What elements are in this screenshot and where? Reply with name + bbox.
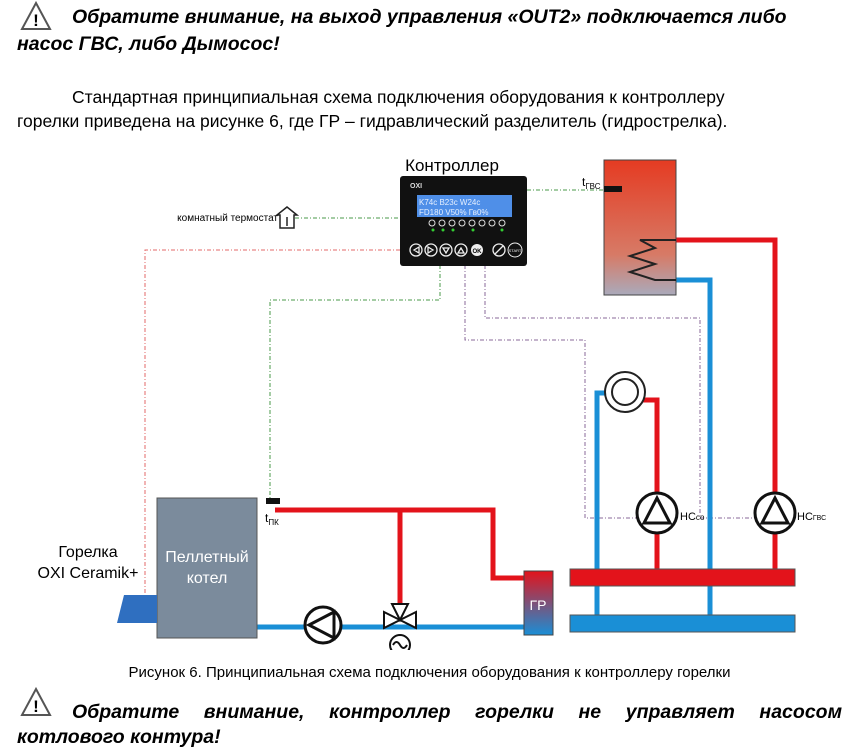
stop-button[interactable] (492, 243, 506, 257)
diagram-shape (431, 228, 504, 232)
warning-top-line2: насос ГВС, либо Дымосос! (17, 33, 280, 55)
controller-display (417, 195, 512, 217)
diagram-label: ПК (268, 518, 279, 527)
thermostat-icon (274, 206, 300, 229)
diagram-label: со (696, 513, 705, 522)
diagram-shape: ГР tГВС НСсо НСГВС Пеллетный котел tПК Г… (38, 156, 826, 650)
tank-coil (626, 239, 676, 281)
diagram-label: K74c B23c W24c (419, 198, 480, 207)
warning-icon: ! (20, 687, 52, 716)
right-button[interactable] (424, 243, 438, 257)
diagram-shape (458, 219, 466, 227)
diagram-shape: tГВС (582, 175, 601, 191)
room-thermostat-label: комнатный термостат (177, 213, 278, 224)
dhw-supply-pipe (676, 237, 778, 570)
warning-bottom-line2: котлового контура! (17, 726, 221, 748)
diagram-label: t (265, 511, 269, 525)
burner-icon (117, 595, 157, 623)
warning-top-line1: Обратите внимание, на выход управления «… (72, 6, 787, 28)
diagram-shape (389, 634, 411, 650)
boiler-pump-icon (303, 605, 343, 645)
diagram-shape (451, 228, 455, 232)
diagram-shape (468, 219, 476, 227)
diagram-shape (488, 219, 496, 227)
pump-gvs-icon (753, 491, 797, 535)
figure-caption: Рисунок 6. Принципиальная схема подключе… (128, 664, 731, 681)
diagram-label: OK (473, 249, 483, 255)
diagram-shape (390, 603, 410, 623)
connection-diagram: ГР tГВС НСсо НСГВС Пеллетный котел tПК Г… (38, 156, 826, 650)
pump-co-icon (635, 491, 679, 535)
diagram-shape (431, 228, 435, 232)
diagram-label: Пеллетный (165, 549, 249, 566)
supply-pipe (275, 507, 525, 581)
diagram-label: Горелка (58, 544, 117, 561)
paragraph-line2: горелки приведена на рисунке 6, где ГР –… (17, 111, 728, 131)
hydraulic-separator (523, 570, 554, 636)
diagram-shape (500, 228, 504, 232)
diagram-shape: tПК (265, 511, 279, 527)
diagram-shape (448, 219, 456, 227)
pump-co-signal-line (464, 265, 637, 519)
diagram-shape (641, 494, 673, 525)
pellet-boiler (156, 497, 258, 639)
dhw-tank (603, 159, 677, 296)
diagram-label: START (509, 248, 522, 253)
warning-icon: ! (20, 1, 52, 30)
paragraph-line1: Стандартная принципиальная схема подключ… (72, 87, 725, 107)
diagram-label: OXI Ceramik+ (38, 565, 139, 582)
diagram-shape (478, 219, 486, 227)
diagram-shape (392, 641, 408, 649)
left-button[interactable] (409, 243, 423, 257)
diagram-shape: ! (33, 697, 39, 716)
diagram-label: НС (797, 511, 813, 523)
diagram-shape (611, 378, 639, 406)
diagram-label: FD180 V50% Гв0% (419, 208, 489, 217)
diagram-label: котел (187, 570, 228, 587)
dhw-return-pipe (676, 277, 713, 616)
diagram-label: ГВС (585, 182, 600, 191)
diagram-shape (428, 219, 436, 227)
diagram-shape (383, 610, 403, 630)
diagram-label: OXI (410, 183, 422, 190)
mixing-valve-icon (383, 603, 417, 650)
diagram-label: t (582, 175, 586, 189)
controller-title: Контроллер (405, 156, 499, 175)
diagram-shape (20, 687, 52, 716)
cold-manifold (569, 614, 796, 633)
diagram-shape (20, 1, 52, 30)
gr-label: ГР (530, 597, 547, 613)
ok-button[interactable] (471, 244, 483, 256)
diagram-shape: ! (33, 11, 39, 30)
diagram-shape (759, 494, 791, 525)
diagram-shape (471, 228, 475, 232)
warning-bottom-line1: Обратите внимание, контроллер горелки не… (72, 701, 842, 723)
radiator-icon (604, 371, 646, 413)
hot-manifold (569, 568, 796, 587)
tpk-sensor (266, 498, 280, 504)
heating-supply-pipe (640, 397, 660, 570)
diagram-shape: НСГВС (797, 511, 826, 523)
tpk-signal-line (269, 265, 441, 500)
up-button[interactable] (454, 243, 468, 257)
diagram-shape (397, 610, 417, 630)
diagram-shape (305, 609, 336, 641)
start-button[interactable] (507, 242, 523, 258)
diagram-shape: НСсо (680, 511, 705, 523)
diagram-shape (498, 219, 506, 227)
tgvs-sensor (604, 186, 622, 192)
pump-gvs-signal-line (484, 265, 755, 519)
diagram-shape (438, 219, 446, 227)
down-button[interactable] (439, 243, 453, 257)
diagram-shape (428, 219, 506, 227)
diagram-label: ГВС (813, 515, 826, 522)
diagram-shape (412, 245, 504, 255)
diagram-shape (409, 243, 506, 257)
diagram-label: НС (680, 511, 696, 523)
diagram-shape (441, 228, 445, 232)
